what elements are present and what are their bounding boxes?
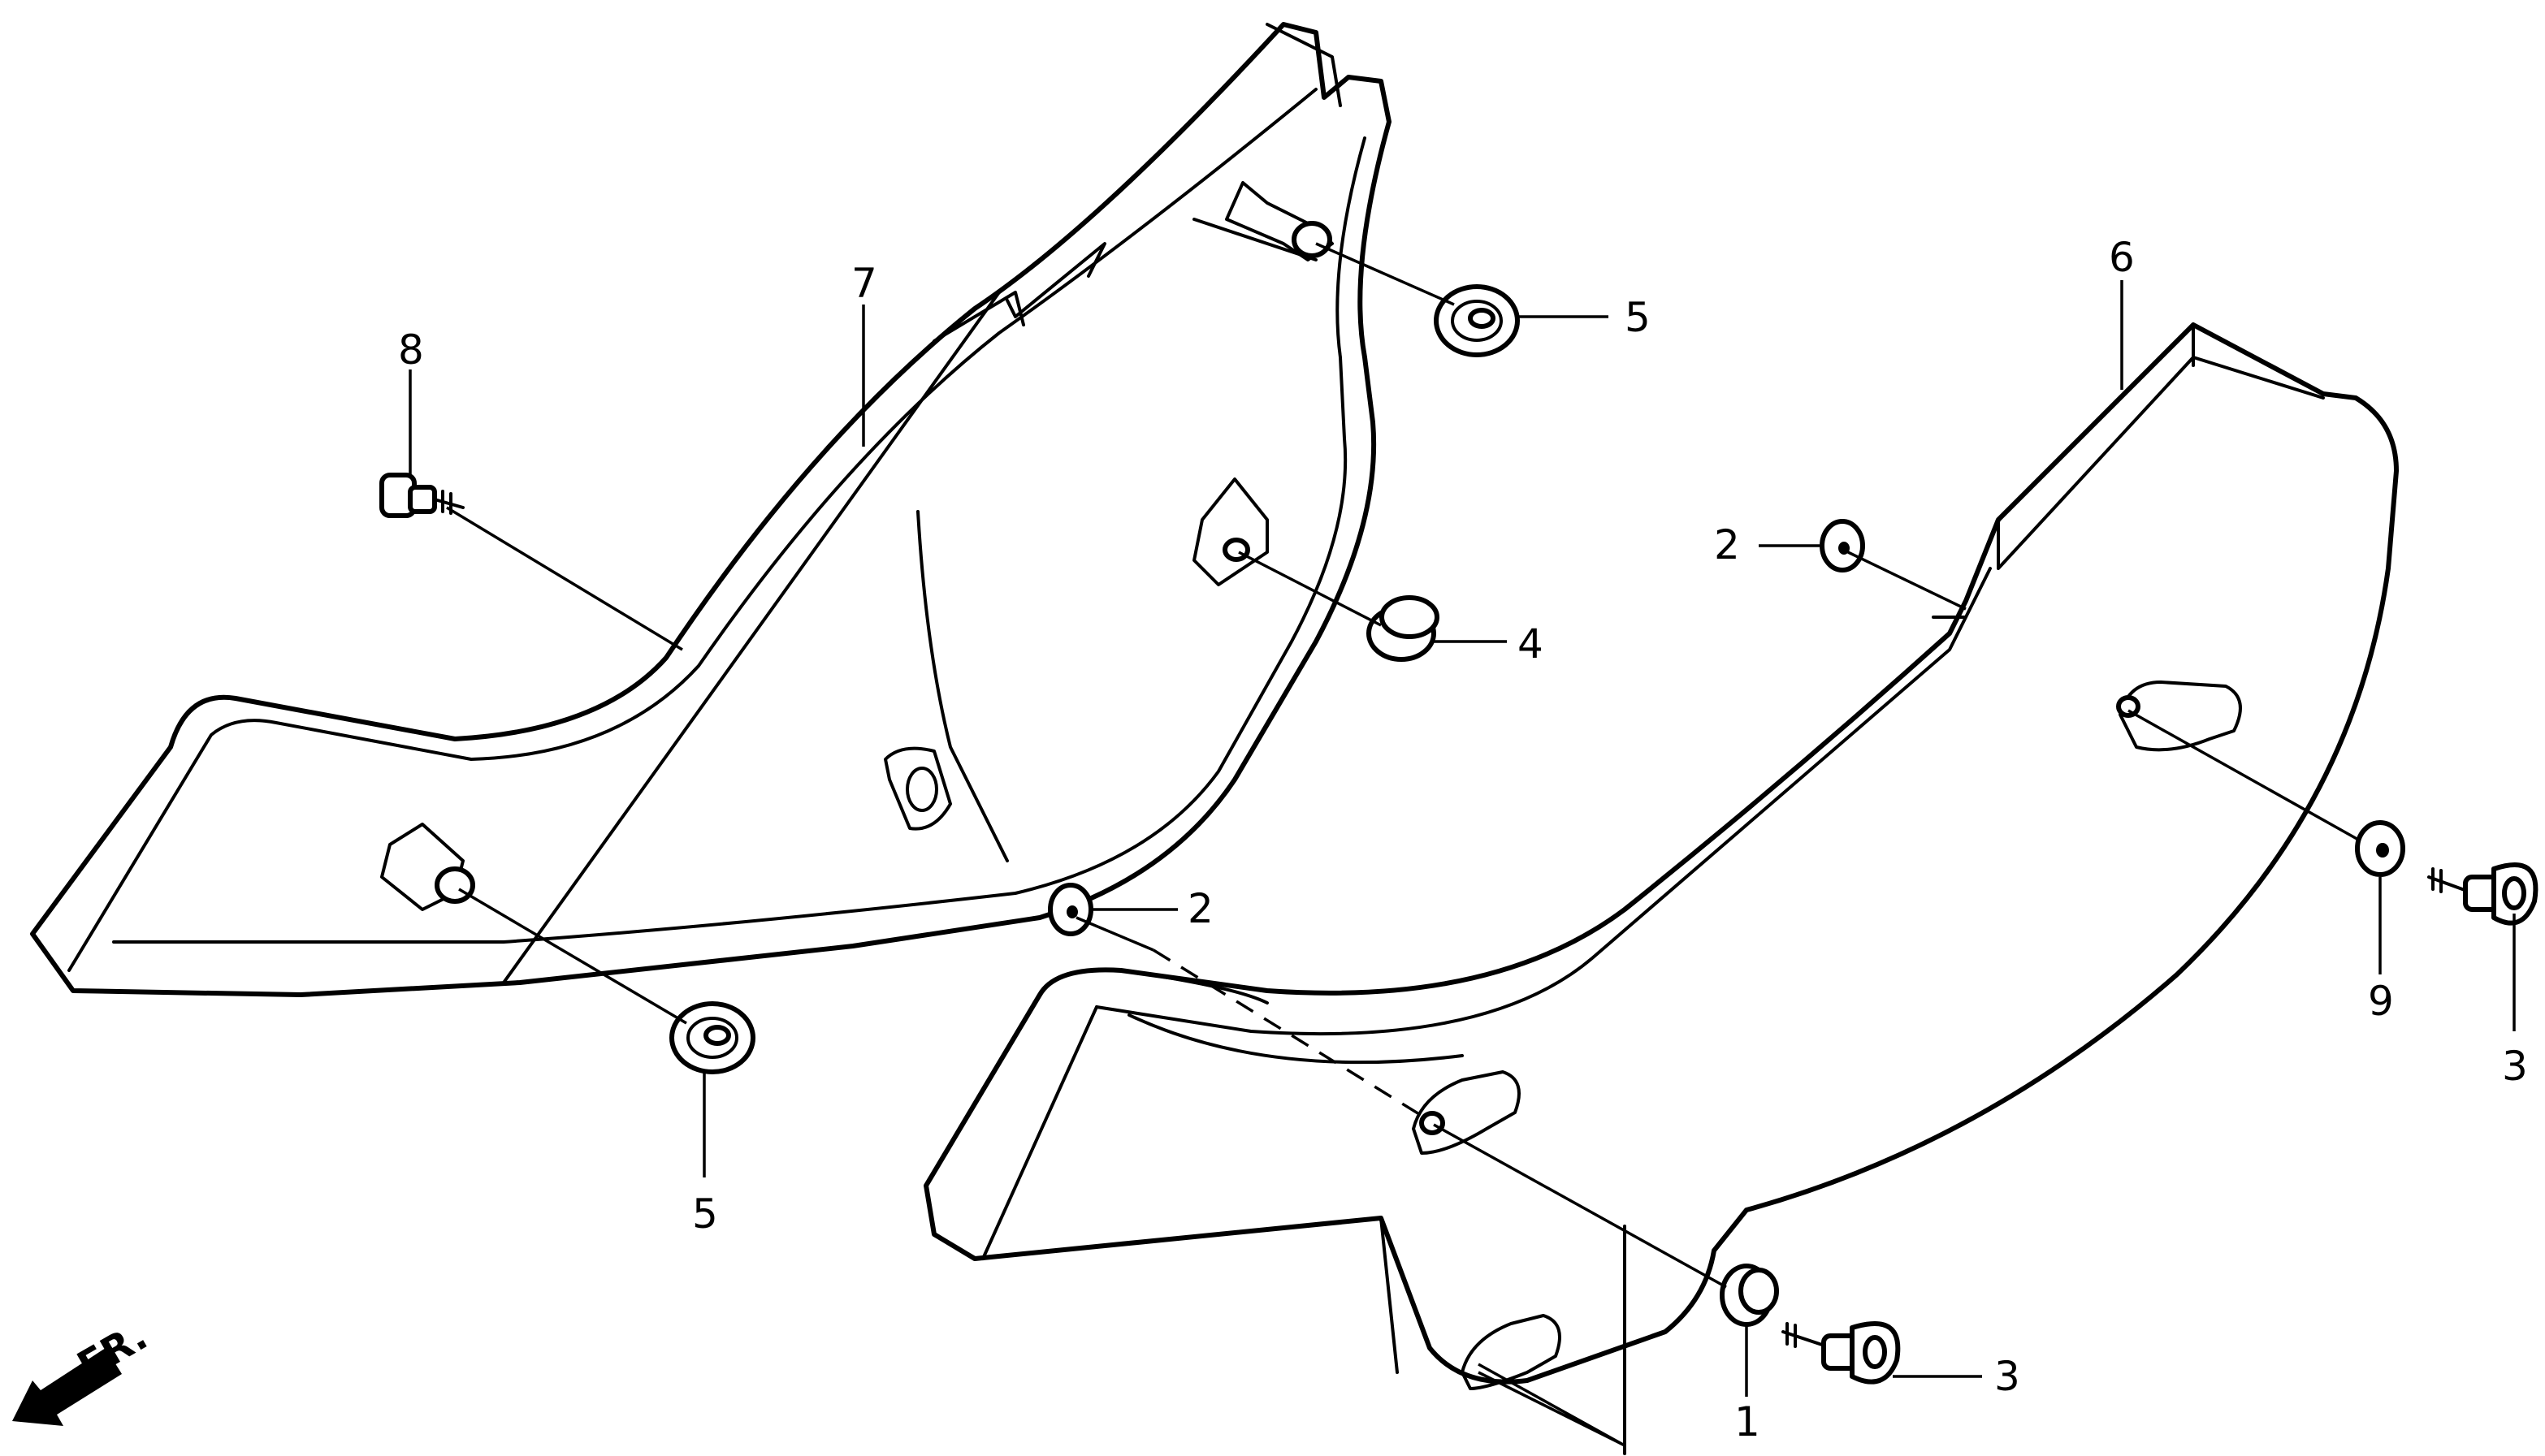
collar-part-9 [2355, 820, 2405, 877]
fastener-part-3-lower [1781, 1321, 1901, 1385]
callout-3-lower: 3 [1994, 1353, 2020, 1400]
callout-3-right: 3 [2502, 1043, 2528, 1090]
callout-7: 7 [851, 260, 877, 307]
front-direction-indicator: FR. [12, 1313, 155, 1426]
callout-9: 9 [2368, 978, 2394, 1025]
grommet-part-5-lower [669, 1001, 755, 1074]
grommet-part-5-upper [1434, 284, 1520, 357]
collar-part-1 [1720, 1264, 1779, 1327]
grommet-part-4 [1366, 595, 1439, 662]
right-side-cover-part-6 [924, 322, 2399, 1455]
callout-2-right: 2 [1714, 521, 1740, 568]
front-direction-arrow-icon [12, 1348, 122, 1426]
callout-1: 1 [1734, 1398, 1760, 1445]
callout-8: 8 [398, 326, 424, 374]
callout-5-lower: 5 [692, 1190, 718, 1238]
callout-4: 4 [1517, 620, 1543, 668]
washer-part-2-right [1820, 519, 1865, 572]
callouts: 8 7 5 4 5 6 2 2 9 3 1 3 [398, 234, 2528, 1445]
callout-5-upper: 5 [1625, 294, 1651, 341]
left-side-cover-part-7 [30, 22, 1392, 997]
callout-2-left: 2 [1188, 885, 1214, 932]
bolt-part-8 [379, 473, 465, 518]
fastener-part-3-right [2427, 862, 2539, 926]
leader-lines [409, 242, 2516, 1447]
callout-6: 6 [2109, 234, 2135, 281]
washer-part-2-left [1048, 883, 1093, 936]
